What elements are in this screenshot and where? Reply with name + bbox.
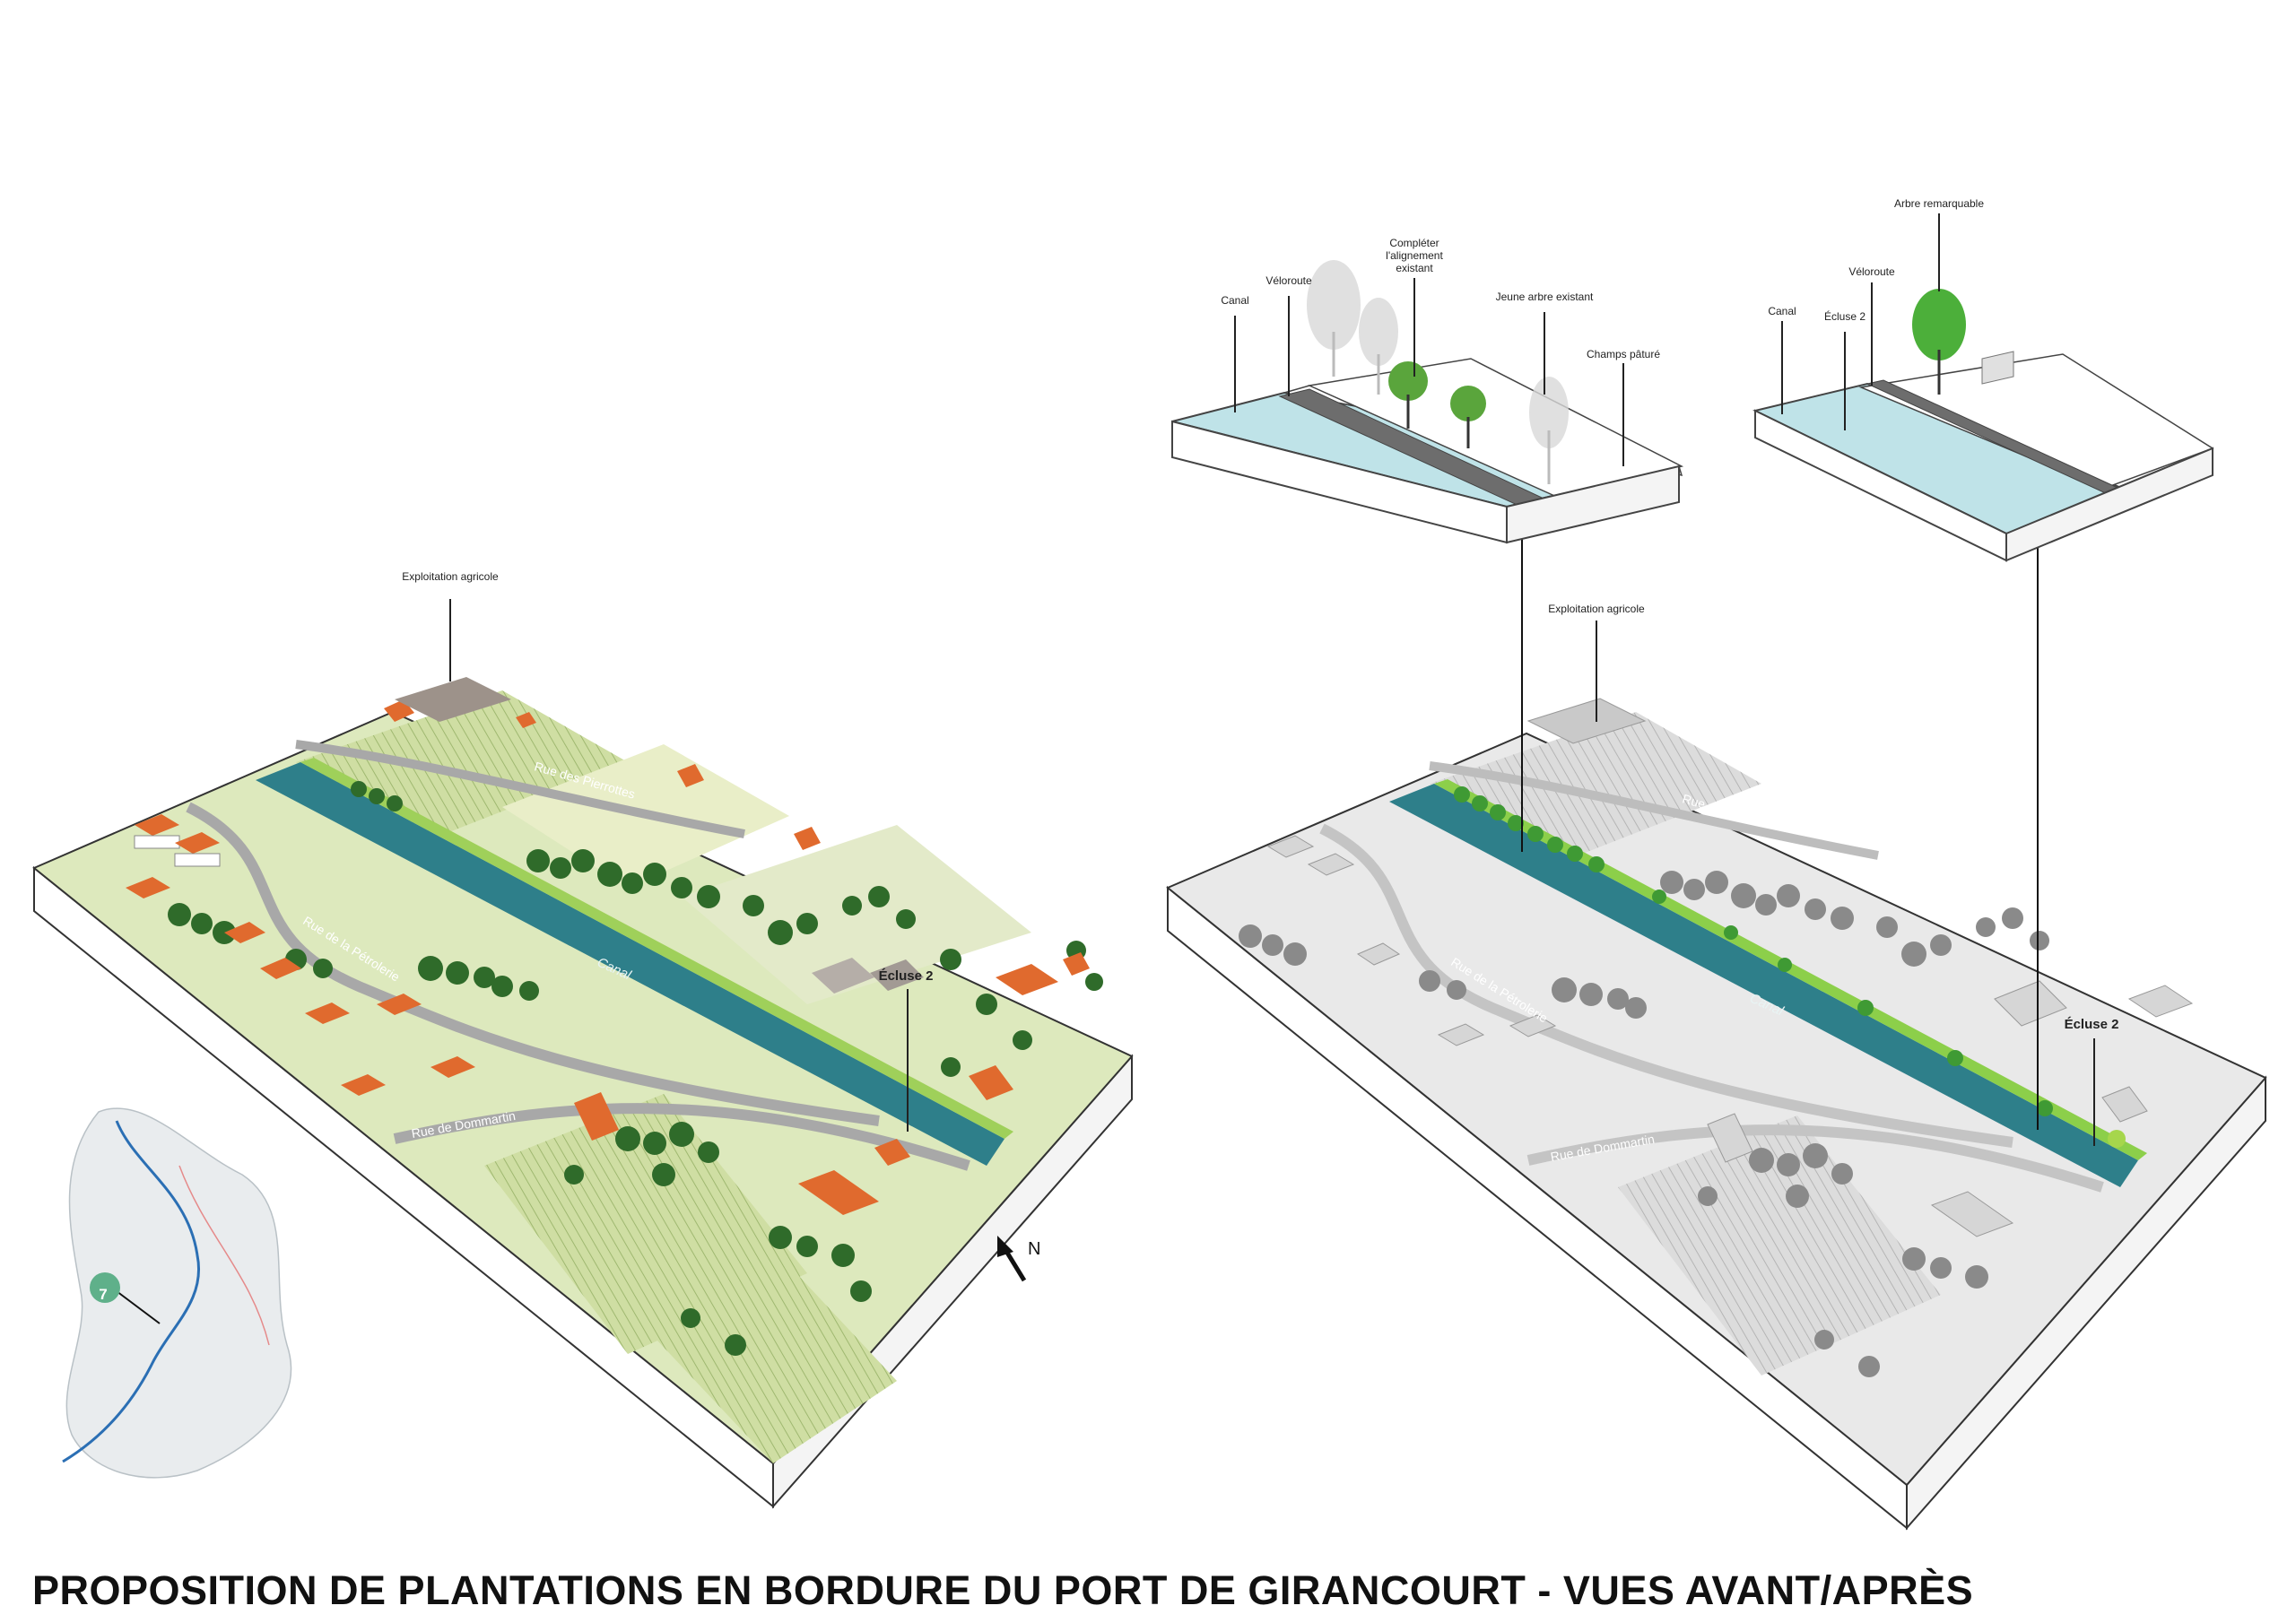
label-section-a-canal: Canal [1221,294,1249,307]
road-petrolerie [1319,823,2013,1148]
label-section-b-remarkable-tree: Arbre remarquable [1893,197,1985,210]
canal [1389,784,2138,1187]
map-marker-number: 7 [99,1286,108,1303]
before-block [32,599,1134,1509]
label-section-b-veloroute: Véloroute [1848,265,1895,278]
label-farm-after: Exploitation agricole [1548,603,1645,615]
label-farm-before: Exploitation agricole [402,570,499,583]
label-lock-after: Écluse 2 [2064,1017,2119,1032]
locator-map [62,1107,292,1479]
label-section-a-young-tree: Jeune arbre existant [1495,291,1594,303]
houses [126,677,1090,1215]
block-top [1166,732,2267,1487]
label-lock-before: Écluse 2 [878,968,934,984]
label-section-b-lock: Écluse 2 [1823,310,1866,323]
tree-clusters [1239,871,2049,1377]
section-a-diagram [1171,260,1684,544]
houses [1266,698,2194,1237]
farm-building [395,677,511,722]
canal-bank-new [1434,779,2147,1160]
label-section-b-canal: Canal [1768,305,1796,317]
page-title: PROPOSITION DE PLANTATIONS EN BORDURE DU… [32,1567,1974,1613]
canal [256,762,1004,1166]
north-arrow-icon [997,1236,1027,1282]
canal-bank [300,758,1013,1139]
after-block [1166,538,2267,1531]
road-pierrottes [1429,761,1879,860]
vineyard-field-lower [1618,1115,1941,1376]
label-section-a-pasture: Champs pâturé [1586,348,1661,360]
label-section-a-veloroute: Véloroute [1265,274,1312,287]
road-dommartin [1526,1124,2104,1193]
road-petrolerie [186,802,880,1126]
new-plantings [1454,786,2126,1148]
section-b-diagram [1752,213,2214,562]
tree-clusters [168,781,1103,1356]
label-section-a-complete-alignment: Compléter l'alignement existant [1386,237,1443,274]
road-dommartin [393,1103,970,1171]
block-top [32,710,1134,1465]
north-label: N [1028,1239,1041,1259]
farm-building [1526,698,1647,744]
road-pierrottes [295,740,745,838]
map-marker [90,1272,120,1303]
vineyard-field-lower-2 [628,1246,897,1463]
